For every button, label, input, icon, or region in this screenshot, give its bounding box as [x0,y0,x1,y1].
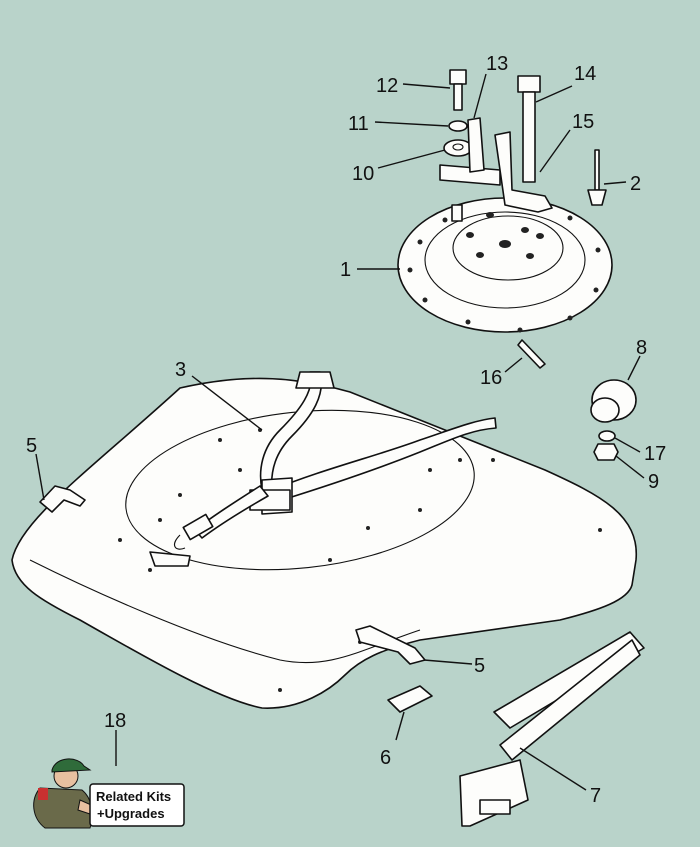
clip-5-right [355,625,426,665]
callout-10: 10 [352,163,374,185]
related-kits-line1: Related Kits [96,789,171,804]
callout-8: 8 [636,337,647,359]
related-kits-line2: +Upgrades [97,806,165,821]
related-kits-box[interactable] [89,783,185,827]
bracket-15 [494,131,553,213]
mechanic-figure-icon [33,758,99,829]
callout-18: 18 [104,710,126,732]
callout-13: 13 [486,53,508,75]
washer-11 [448,120,468,132]
callout-2: 2 [630,173,641,195]
support-bracket-7 [459,631,645,827]
callout-17: 17 [644,443,666,465]
clip-5-left [39,485,86,513]
leader-lines [35,73,645,791]
bolt-12 [449,69,467,111]
washer-10 [443,139,473,157]
wheel-clamp-plate [397,197,613,333]
callout-7: 7 [590,785,601,807]
callout-6: 6 [380,747,391,769]
callout-16: 16 [480,367,502,389]
callout-14: 14 [574,63,596,85]
plate-holes [407,212,601,333]
cover-holes [118,428,602,692]
callout-12: 12 [376,75,398,97]
related-kits-badge[interactable]: Related Kits +Upgrades [33,758,185,829]
callout-1: 1 [340,259,351,281]
callout-5-left: 5 [26,435,37,457]
knob-8 [590,379,637,423]
bracket-6 [387,685,433,713]
callout-3: 3 [175,359,186,381]
retaining-strap [149,371,497,567]
rivet-2 [587,149,607,206]
callout-11: 11 [348,113,369,135]
washer-17 [598,430,616,442]
callout-5-right: 5 [474,655,485,677]
bracket-13 [439,117,501,186]
bolt-14 [517,75,541,183]
callout-labels: 1 2 3 5 5 6 7 8 9 10 11 12 13 14 15 16 1… [26,53,666,807]
split-pin-16 [517,339,546,369]
callout-15: 15 [572,111,594,133]
callout-9: 9 [648,471,659,493]
nut-9 [593,443,619,461]
spare-wheel-cover [11,377,637,709]
